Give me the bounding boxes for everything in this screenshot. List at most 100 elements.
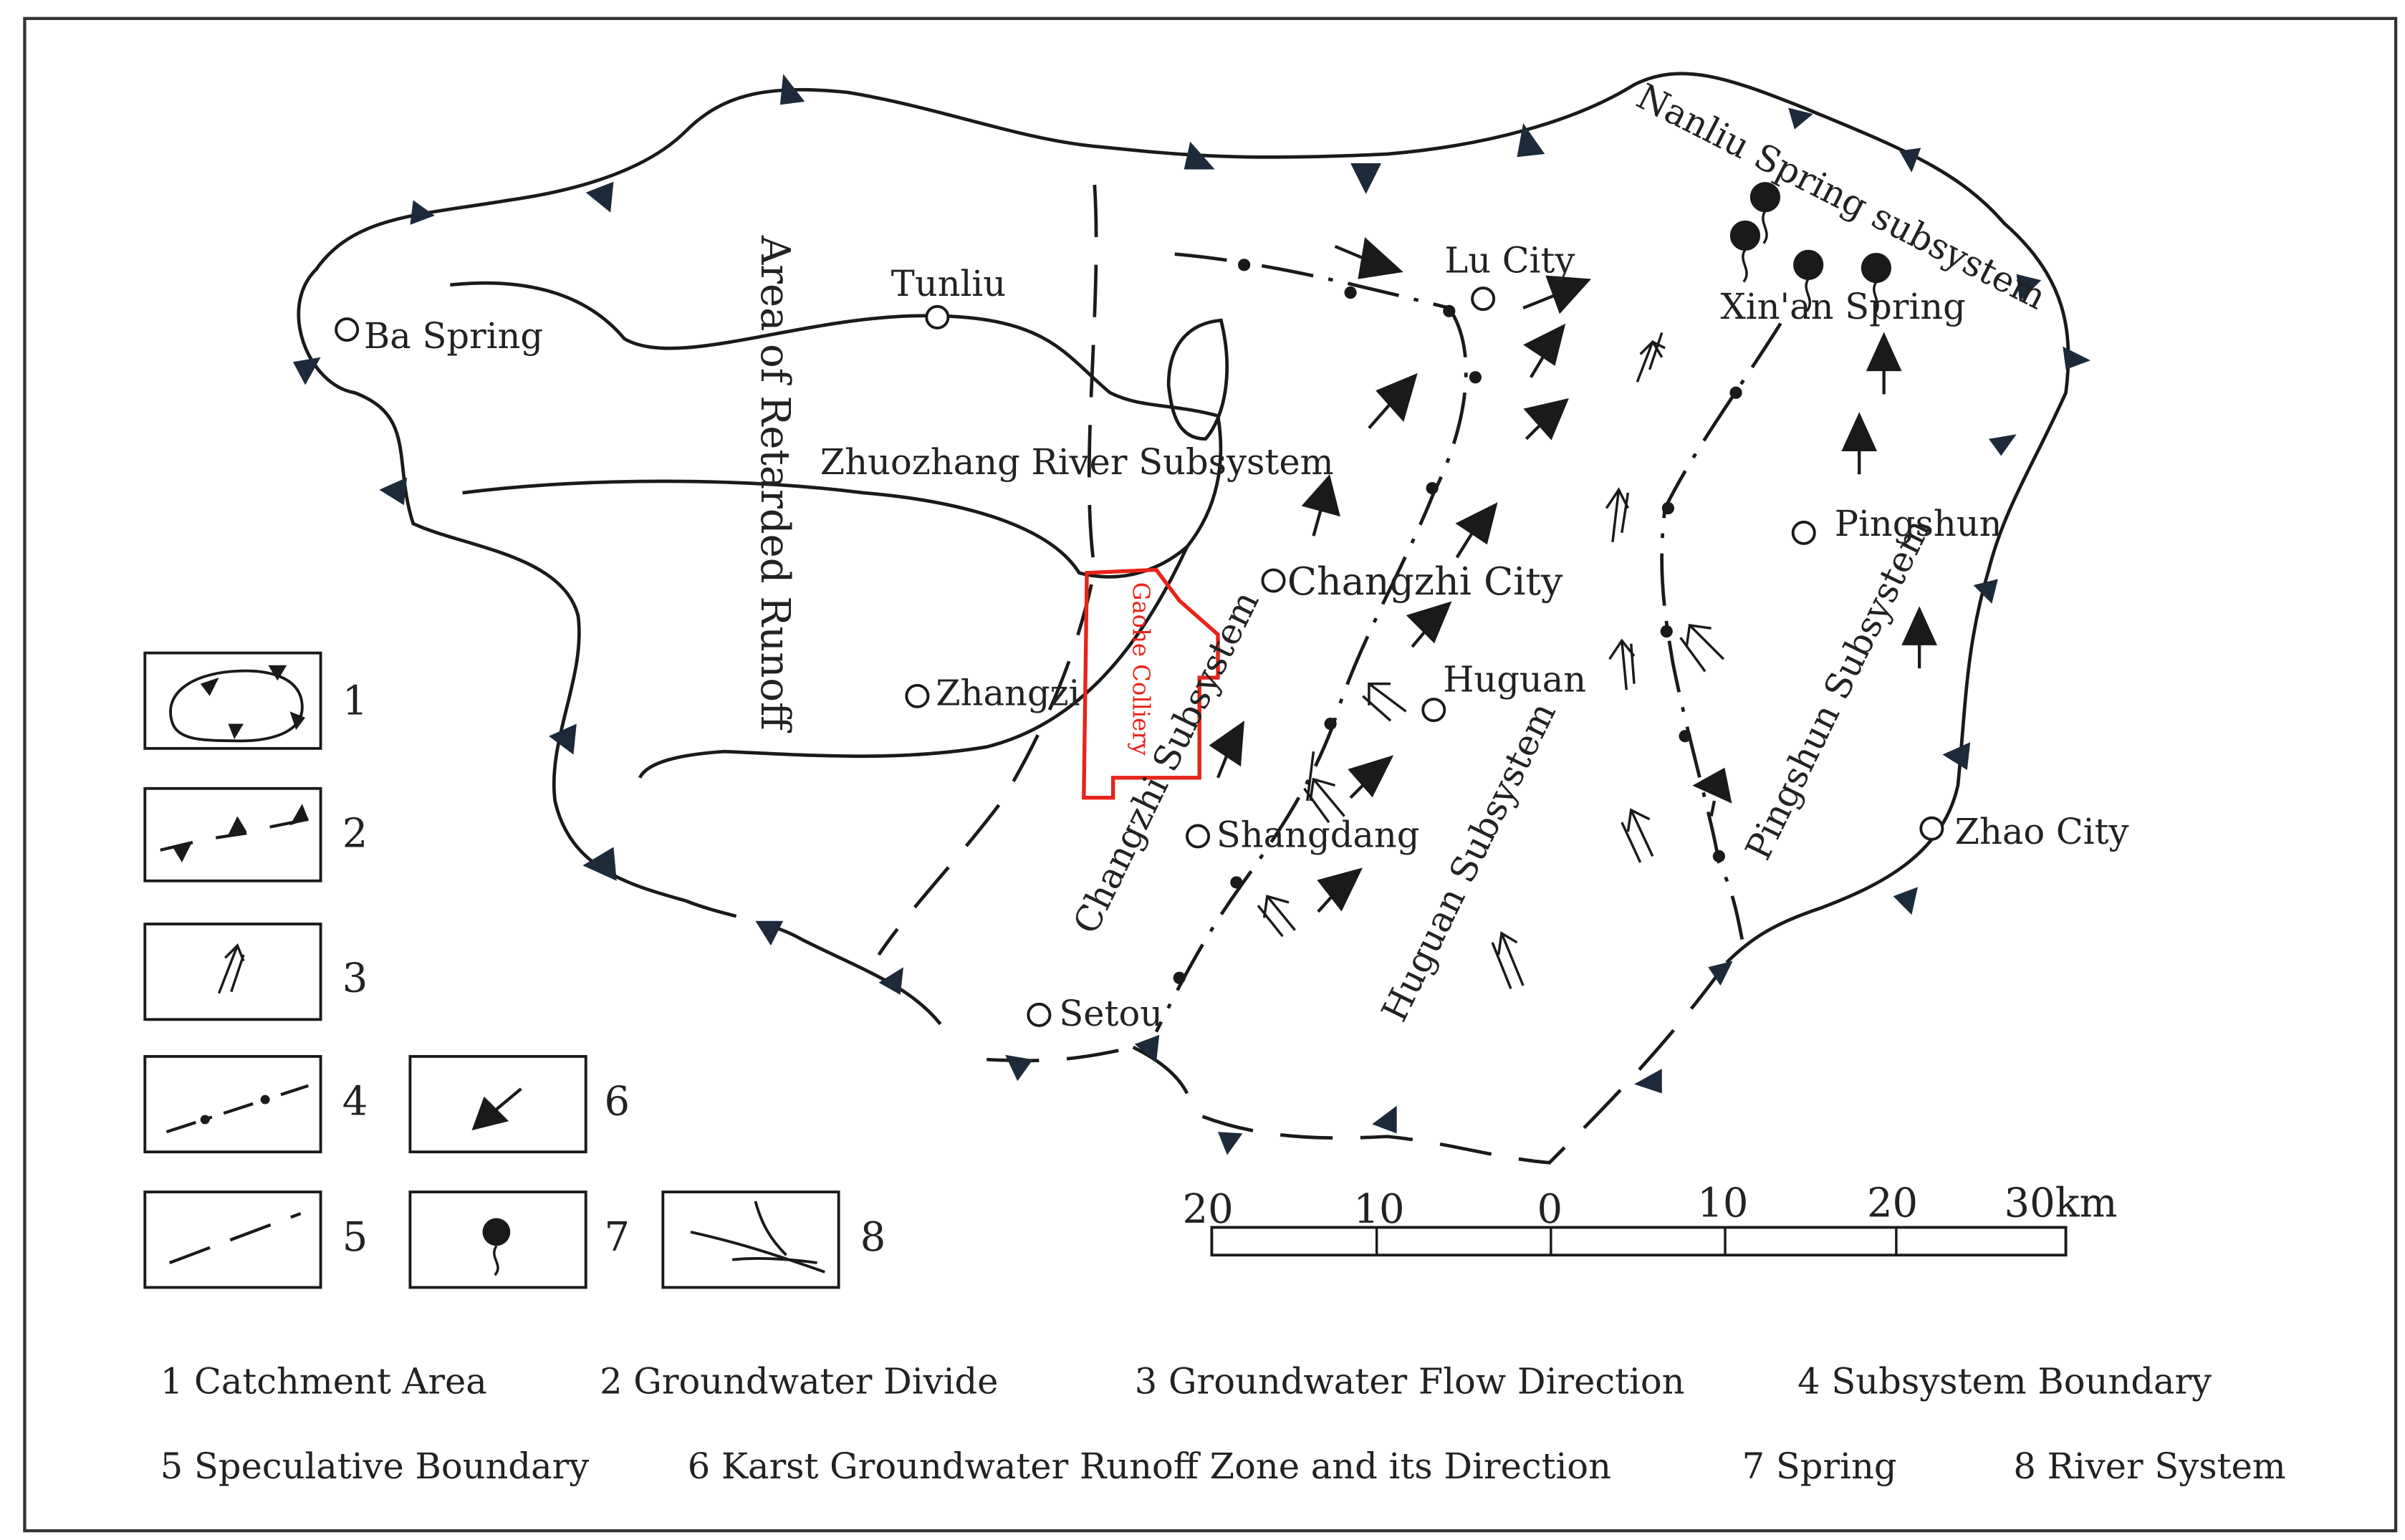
gaohe-colliery-outline: [1082, 567, 1220, 800]
legend-caption: 4 Subsystem Boundary: [1797, 1361, 2212, 1402]
runoff-arrow: [1692, 767, 1732, 817]
legend-captions: 1 Catchment Area 2 Groundwater Divide 3 …: [160, 1361, 2286, 1487]
spring-icon: [1861, 253, 1891, 315]
scale-tick-label: 20: [1183, 1186, 1234, 1233]
divide-marker: [1634, 1069, 1662, 1094]
legend-caption: 5 Speculative Boundary: [160, 1445, 589, 1487]
legend-number: 7: [605, 1214, 630, 1261]
place-marker-huguan: [1421, 698, 1446, 723]
divide-marker: [779, 74, 805, 105]
place-marker-changzhi: [1261, 568, 1286, 593]
label-xinan-spring: Xin'an Spring: [1721, 286, 1966, 327]
place-marker-setou: [1027, 1002, 1052, 1027]
runoff-arrow: [1866, 332, 1902, 395]
place-labels: Ba Spring Tunliu Lu City Xin'an Spring C…: [364, 240, 2129, 1034]
divide-marker: [1942, 742, 1971, 770]
label-zhao-city: Zhao City: [1955, 811, 2129, 852]
divide-marker: [2016, 274, 2042, 302]
runoff-arrow: [1523, 398, 1569, 441]
flow-arrow: [1257, 895, 1296, 938]
scale-bar: 20 10 0 10 20 30km: [1183, 1180, 2118, 1257]
divide-marker: [410, 200, 435, 225]
runoff-arrow: [1317, 867, 1363, 913]
legend-numbers: 1 2 3 4 5 6 7 8: [342, 678, 886, 1261]
label-zhuozhang-subsystem: Zhuozhang River Subsystem: [820, 441, 1334, 483]
river: [450, 281, 1219, 418]
scale-tick-label: 10: [1353, 1186, 1404, 1233]
subsystem-boundary-dot: [1344, 286, 1357, 299]
flow-arrow: [1306, 751, 1315, 802]
subsystem-boundary-dot: [1679, 730, 1691, 743]
divide-marker: [2063, 346, 2091, 370]
divide-marker: [1350, 163, 1382, 194]
legend-box-2: [143, 786, 322, 882]
label-ba-spring: Ba Spring: [364, 315, 543, 357]
legend-number: 1: [342, 678, 368, 725]
flow-arrow: [1636, 332, 1666, 382]
label-shangdang: Shangdang: [1216, 814, 1420, 856]
catchment-boundary-south: [800, 938, 942, 1026]
divide-marker: [1005, 1054, 1033, 1082]
subsystem-boundary-dot: [1324, 717, 1337, 731]
label-nanliu-subsystem: Nanliu Spring subsystem: [1631, 75, 2053, 317]
groundwater-divide-south: [685, 899, 1729, 1165]
divide-marker: [1517, 123, 1545, 158]
legend-number: 2: [342, 811, 368, 857]
subsystem-boundary-dot: [1173, 971, 1186, 984]
divide-marker: [549, 723, 577, 755]
subsystem-boundary: [1174, 252, 1450, 310]
legend-box-5: [143, 1190, 322, 1289]
runoff-arrow: [1901, 606, 1938, 669]
map-frame: [23, 16, 2398, 1533]
flow-arrow: [1608, 638, 1636, 690]
flow-arrow: [1491, 931, 1525, 989]
place-marker-zhao-city: [1919, 816, 1944, 841]
runoff-arrow: [1348, 755, 1394, 799]
legend-box-8: [661, 1190, 840, 1289]
scale-tick-label: 20: [1867, 1180, 1918, 1227]
legend-box-1: [143, 651, 322, 750]
legend-caption: 7 Spring: [1742, 1445, 1897, 1487]
flow-arrow: [1605, 487, 1630, 543]
divide-marker: [1988, 434, 2017, 456]
divide-marker: [379, 477, 408, 506]
flow-arrow: [1679, 623, 1725, 673]
legend-number: 3: [342, 956, 368, 1002]
river: [462, 479, 1189, 579]
legend-box-4: [143, 1054, 322, 1154]
scale-tick-label: 10: [1697, 1180, 1748, 1227]
divide-marker: [1899, 148, 1921, 173]
legend-box-7: [408, 1190, 587, 1289]
runoff-arrow: [1334, 237, 1403, 279]
label-changzhi-city: Changzhi City: [1287, 559, 1563, 604]
place-marker-ba-spring: [335, 317, 360, 342]
scale-tick-label: 0: [1537, 1186, 1562, 1233]
spring-icon: [1793, 249, 1824, 312]
divide-marker: [1708, 961, 1733, 986]
divide-marker: [1184, 141, 1215, 170]
divide-marker: [585, 181, 614, 213]
legend-caption: 2 Groundwater Divide: [600, 1361, 998, 1402]
divide-marker: [1973, 579, 1998, 604]
runoff-arrow: [1522, 275, 1592, 314]
legend-caption: 8 River System: [2013, 1445, 2285, 1487]
runoff-arrow: [1455, 502, 1498, 559]
scale-bar-rect: [1210, 1226, 2068, 1257]
place-marker-lu-city: [1471, 287, 1496, 312]
divide-markers: [292, 74, 2091, 1155]
place-marker-pingshun: [1791, 520, 1816, 545]
legend-number: 5: [342, 1214, 368, 1261]
runoff-arrow: [1523, 323, 1566, 378]
subsystem-boundary-dot: [1237, 259, 1251, 271]
subsystem-boundary-dot: [1660, 625, 1673, 638]
region-labels: Area of Retarded Runoff Zhuozhang River …: [752, 75, 2053, 1028]
label-gaohe-colliery: Gaohe Colliery: [1128, 582, 1155, 756]
divide-marker: [1788, 107, 1813, 130]
divide-marker: [878, 967, 904, 995]
spring-icon: [1729, 220, 1761, 283]
subsystem-boundary: [1154, 307, 1468, 1033]
divide-marker: [292, 357, 321, 385]
legend: [143, 651, 840, 1289]
subsystem-boundary-dot: [1712, 850, 1726, 862]
river: [638, 415, 1223, 779]
